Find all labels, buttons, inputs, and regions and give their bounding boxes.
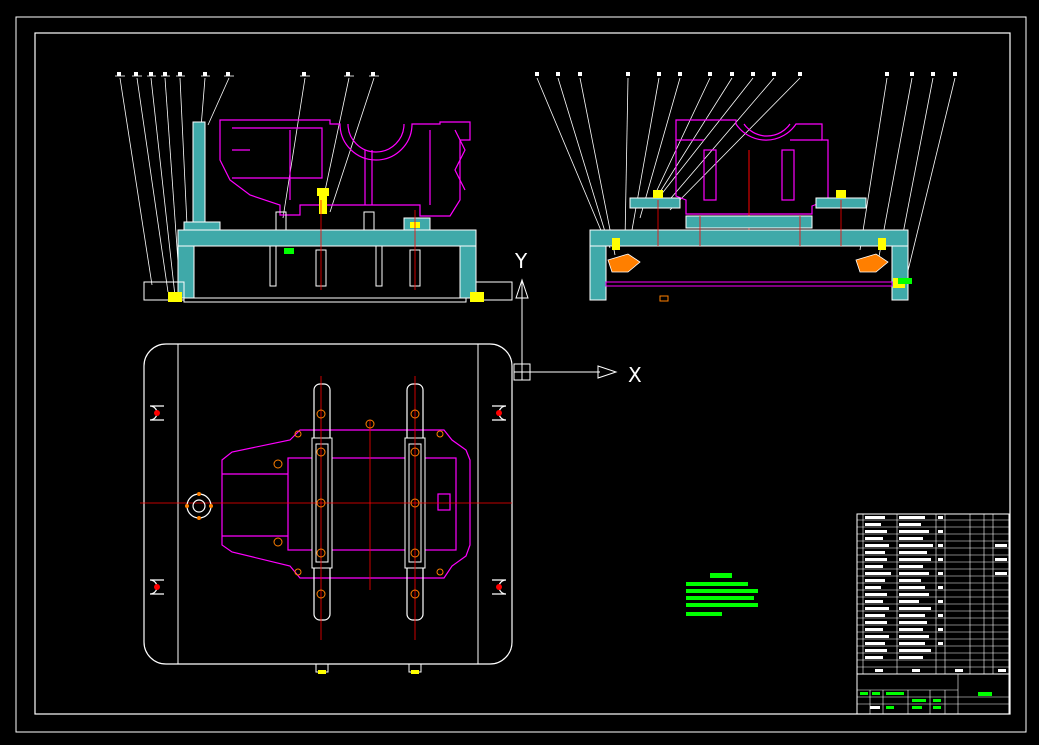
technical-notes (686, 573, 758, 616)
outer-frame (15, 16, 1027, 733)
title-block (856, 673, 1010, 715)
inner-frame (34, 32, 1011, 715)
y-axis-label: Y (514, 249, 528, 273)
parts-list-table (856, 513, 1010, 675)
x-axis-label: X (628, 363, 642, 387)
coordinate-axes: Y X (513, 249, 642, 387)
top-plan-view (140, 343, 513, 674)
front-section-view (115, 72, 513, 303)
side-section-view (535, 72, 957, 302)
